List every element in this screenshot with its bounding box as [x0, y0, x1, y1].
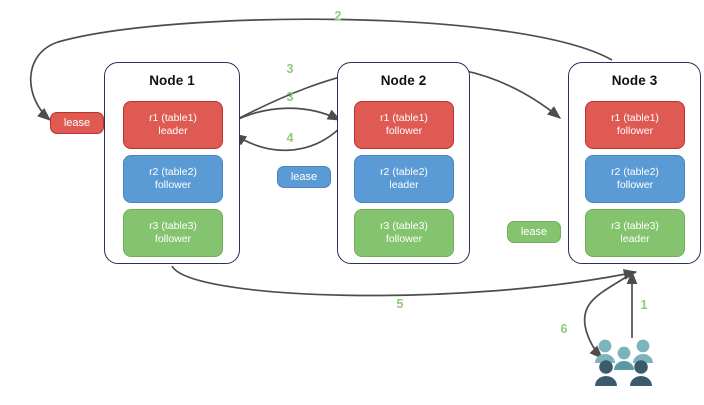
replica-r1-node3[interactable]: r1 (table1) follower	[585, 101, 685, 149]
replica-r2-node1[interactable]: r2 (table2) follower	[123, 155, 223, 203]
replica-role: follower	[154, 233, 192, 245]
replica-role: leader	[389, 179, 419, 191]
arrow-step-3-lower	[231, 107, 342, 123]
replica-name: r1 (table1)	[611, 112, 659, 124]
lease-badge-table1[interactable]: lease	[50, 112, 104, 134]
replica-r1-node2[interactable]: r1 (table1) follower	[354, 101, 454, 149]
replica-r2-node3[interactable]: r2 (table2) follower	[585, 155, 685, 203]
arrow-step-6	[583, 271, 635, 359]
step-label-3-upper: 3	[286, 62, 294, 76]
arrow-step-5	[171, 265, 638, 297]
replica-r3-node3[interactable]: r3 (table3) leader	[585, 209, 685, 257]
replica-role: leader	[620, 233, 650, 245]
lease-badge-table2[interactable]: lease	[277, 166, 331, 188]
step-label-1: 1	[640, 298, 648, 312]
replica-r3-node1[interactable]: r3 (table3) follower	[123, 209, 223, 257]
replica-name: r3 (table3)	[611, 220, 659, 232]
step-label-6: 6	[560, 322, 568, 336]
arrow-step-2	[29, 18, 613, 121]
node-title: Node 3	[611, 73, 658, 88]
node-box-node3[interactable]: Node 3 r1 (table1) follower r2 (table2) …	[568, 62, 701, 264]
node-box-node2[interactable]: Node 2 r1 (table1) follower r2 (table2) …	[337, 62, 470, 264]
replica-role: follower	[616, 179, 654, 191]
node-box-node1[interactable]: Node 1 r1 (table1) leader r2 (table2) fo…	[104, 62, 240, 264]
replica-name: r1 (table1)	[380, 112, 428, 124]
step-label-3-lower: 3	[286, 90, 294, 104]
replica-role: follower	[385, 233, 423, 245]
replica-name: r3 (table3)	[380, 220, 428, 232]
node-title: Node 2	[380, 73, 427, 88]
step-label-4: 4	[286, 131, 294, 145]
step-label-2: 2	[334, 9, 342, 23]
step-label-5: 5	[396, 297, 404, 311]
replica-name: r1 (table1)	[149, 112, 197, 124]
replica-role: leader	[158, 125, 188, 137]
lease-badge-table3[interactable]: lease	[507, 221, 561, 243]
arrow-step-4	[232, 125, 343, 152]
replica-r3-node2[interactable]: r3 (table3) follower	[354, 209, 454, 257]
replica-r1-node1[interactable]: r1 (table1) leader	[123, 101, 223, 149]
replica-name: r2 (table2)	[380, 166, 428, 178]
replica-role: follower	[616, 125, 654, 137]
node-title: Node 1	[149, 73, 195, 88]
replica-role: follower	[154, 179, 192, 191]
replica-name: r3 (table3)	[149, 220, 197, 232]
replica-r2-node2[interactable]: r2 (table2) leader	[354, 155, 454, 203]
users-group-icon	[595, 339, 653, 386]
replica-name: r2 (table2)	[611, 166, 659, 178]
replica-name: r2 (table2)	[149, 166, 197, 178]
replica-role: follower	[385, 125, 423, 137]
